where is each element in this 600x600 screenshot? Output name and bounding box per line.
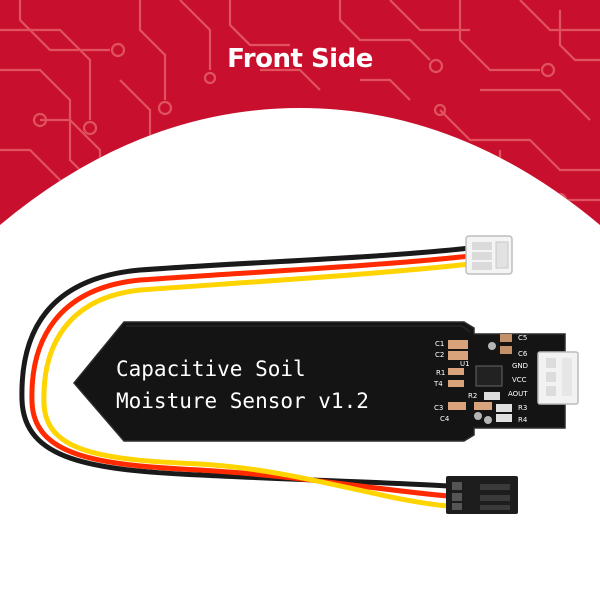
svg-text:R4: R4 <box>518 416 528 424</box>
wire-yellow <box>41 261 473 509</box>
svg-text:C5: C5 <box>518 334 527 342</box>
ribbon-cable <box>19 245 473 509</box>
board-text-line2: Moisture Sensor v1.2 <box>116 389 369 413</box>
svg-text:R2: R2 <box>468 392 477 400</box>
svg-text:R3: R3 <box>518 404 527 412</box>
pin-labels: GND VCC AOUT <box>508 362 528 398</box>
svg-text:C3: C3 <box>434 404 443 412</box>
board-text-line1: Capacitive Soil <box>116 357 306 381</box>
svg-text:T4: T4 <box>433 380 443 388</box>
pin-label-aout: AOUT <box>508 390 528 398</box>
dupont-header-bottom <box>446 476 518 514</box>
board-components <box>448 334 512 424</box>
svg-text:U1: U1 <box>460 360 470 368</box>
svg-text:U2: U2 <box>478 324 488 332</box>
banner-title: Front Side <box>227 44 373 74</box>
banner-shape <box>0 0 600 225</box>
pin-label-vcc: VCC <box>512 376 527 384</box>
jst-connector-top <box>465 235 513 275</box>
svg-text:R1: R1 <box>436 369 445 377</box>
pin-label-gnd: GND <box>512 362 528 370</box>
svg-text:C2: C2 <box>435 351 444 359</box>
svg-text:C6: C6 <box>518 350 528 358</box>
component-labels: U2 C5 C1 C2 C6 U1 R1 T4 R2 C3 C4 R3 R4 <box>433 324 528 424</box>
board-side-connector <box>537 351 579 405</box>
svg-text:C4: C4 <box>440 415 450 423</box>
svg-text:C1: C1 <box>435 340 444 348</box>
